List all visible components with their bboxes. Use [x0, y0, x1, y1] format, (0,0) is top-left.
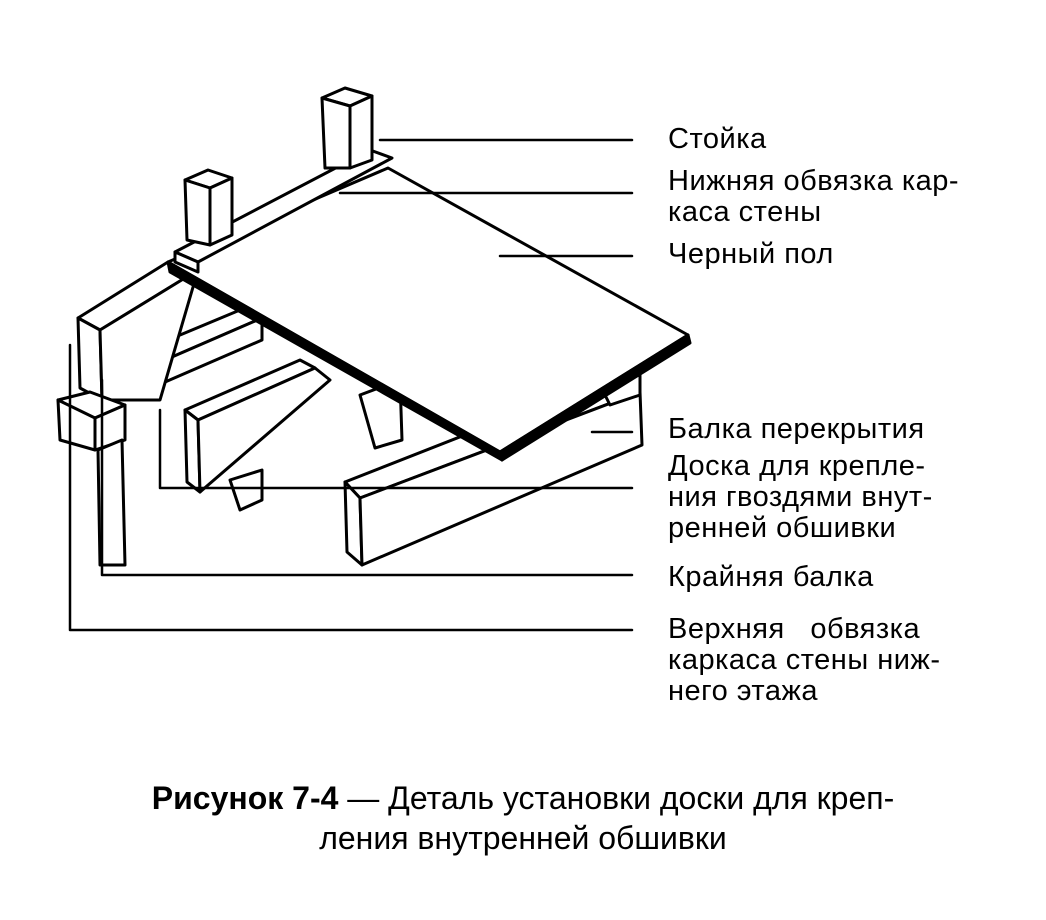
label-top-plate: Верхняя обвязка каркаса стены ниж- него …	[668, 613, 941, 707]
leader-nailing-board	[158, 408, 634, 490]
label-bottom-plate: Нижняя обвязка кар- каса стены	[668, 165, 960, 228]
subfloor	[166, 166, 692, 462]
caption-head: Рисунок 7-4	[151, 780, 339, 816]
label-nailing-board: Доска для крепле- ния гвоздями внут- рен…	[668, 450, 933, 544]
label-stud: Стойка	[668, 123, 767, 155]
joist-middle	[183, 358, 332, 494]
leader-top-plate	[68, 343, 634, 632]
label-rim-joist: Крайняя балка	[668, 561, 874, 593]
label-joist: Балка перекрытия	[668, 413, 925, 445]
figure-caption: Рисунок 7-4 — Деталь установки доски для…	[0, 778, 1046, 858]
top-plate	[56, 260, 200, 567]
leader-rim-joist	[100, 378, 634, 577]
leader-lines	[68, 138, 634, 632]
stud-front	[183, 168, 234, 247]
label-subfloor: Черный пол	[668, 238, 834, 270]
stud-rear	[320, 86, 374, 170]
caption-text: — Деталь установки доски для креп- ления…	[319, 780, 895, 856]
